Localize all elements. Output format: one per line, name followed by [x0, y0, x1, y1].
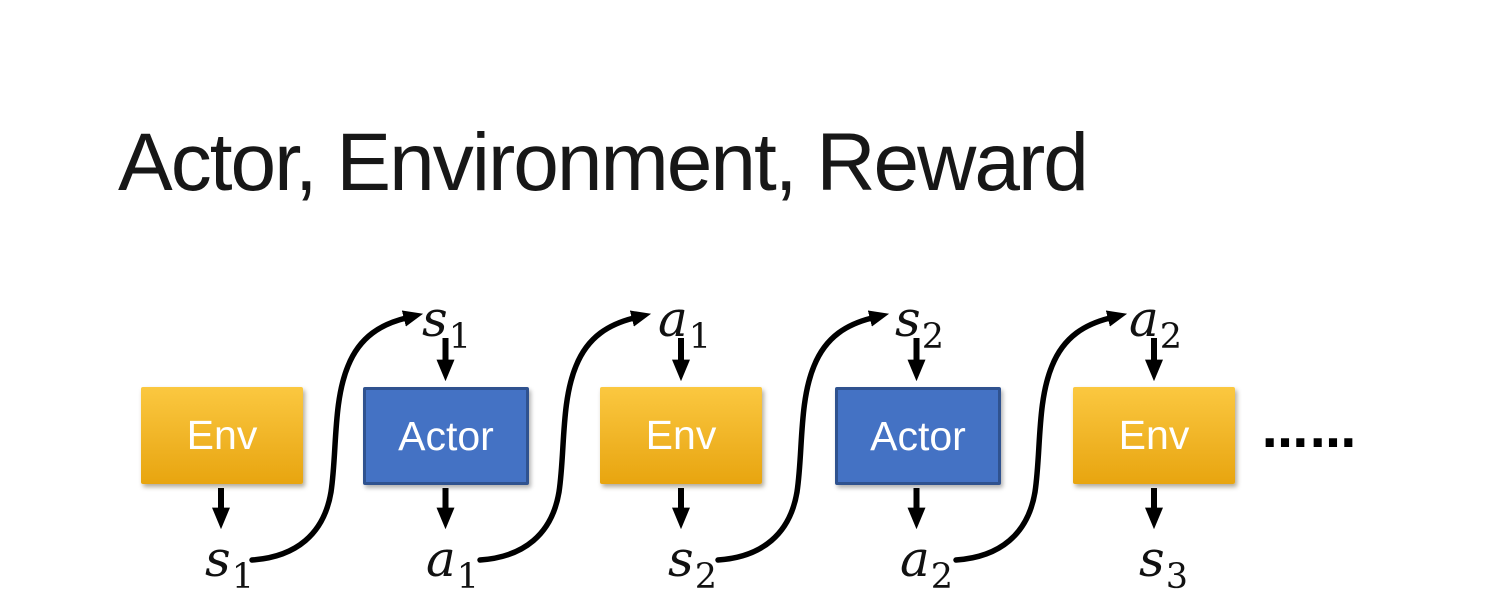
slide-title: Actor, Environment, Reward [118, 117, 1089, 208]
label-top-s1: s1 [422, 290, 471, 357]
env-box-3-label: Env [1118, 412, 1190, 458]
actor-box-2-label: Actor [870, 412, 966, 459]
env-box-3: Env [1073, 387, 1235, 484]
label-bottom-s2: s2 [668, 530, 717, 597]
curve-arrow-s1 [249, 310, 424, 563]
actor-box-1-label: Actor [398, 412, 494, 459]
label-top-s2: s2 [895, 290, 944, 357]
env-box-1-label: Env [186, 412, 258, 458]
label-bottom-s3: s3 [1139, 530, 1188, 597]
actor-box-1: Actor [363, 387, 529, 485]
label-bottom-a1: a1 [425, 530, 480, 597]
actor-box-2: Actor [835, 387, 1001, 485]
label-top-a2: a2 [1128, 290, 1183, 357]
label-bottom-s1: s1 [205, 530, 254, 597]
label-bottom-a2: a2 [899, 530, 954, 597]
label-top-a1: a1 [657, 290, 712, 357]
env-box-1: Env [141, 387, 303, 484]
env-box-2-label: Env [645, 412, 717, 458]
env-box-2: Env [600, 387, 762, 484]
continuation-ellipsis: …… [1262, 404, 1358, 458]
